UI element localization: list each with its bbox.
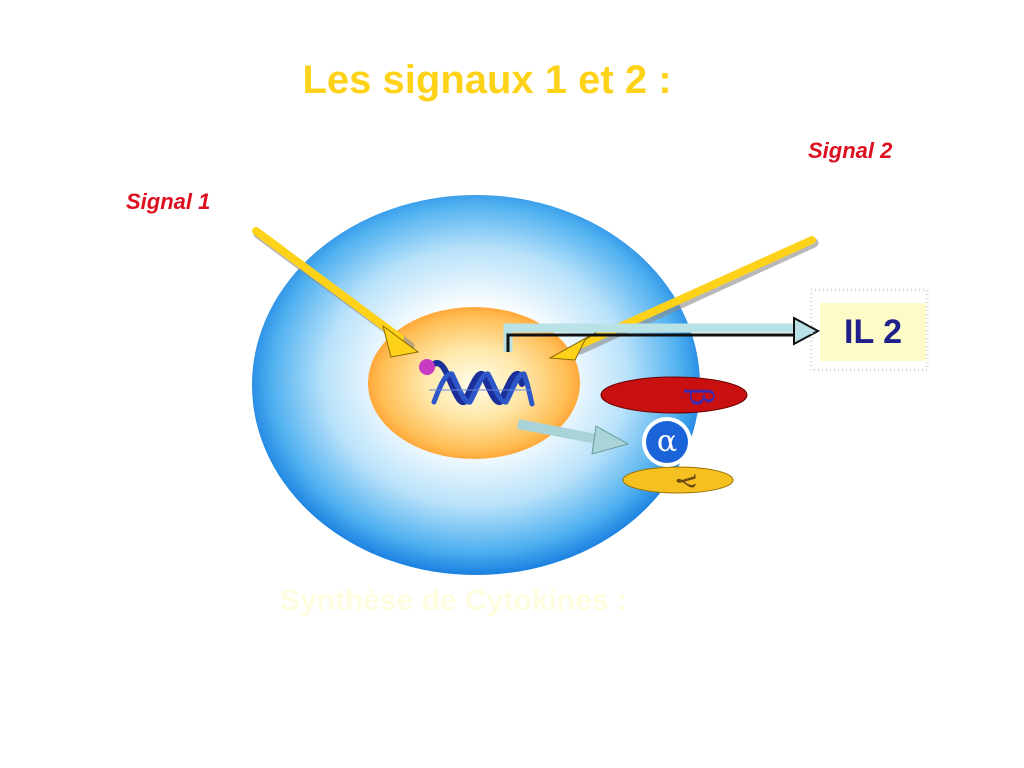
slide-title: Les signaux 1 et 2 : <box>302 58 672 102</box>
cytokine-synthesis-subtitle: Synthèse de Cytokines : <box>280 584 627 617</box>
beta-chain <box>600 376 748 414</box>
alpha-chain-icon: α <box>642 417 692 467</box>
beta-chain-label: β <box>682 387 721 407</box>
il2-halo <box>809 288 929 372</box>
gamma-chain-label: γ <box>674 473 705 489</box>
signal-1-label: Signal 1 <box>126 189 211 214</box>
signal-2-label: Signal 2 <box>808 138 893 163</box>
transcription-factor-dot <box>419 359 435 375</box>
receptor-induction-arrow <box>517 419 630 455</box>
signal-1-arrow <box>252 227 404 342</box>
il2-secretion-arrow <box>503 316 821 352</box>
dna-helix-icon <box>425 360 535 407</box>
gamma-chain <box>622 466 734 494</box>
alpha-chain-label: α <box>646 421 688 463</box>
il2-label: IL 2 <box>820 303 926 361</box>
